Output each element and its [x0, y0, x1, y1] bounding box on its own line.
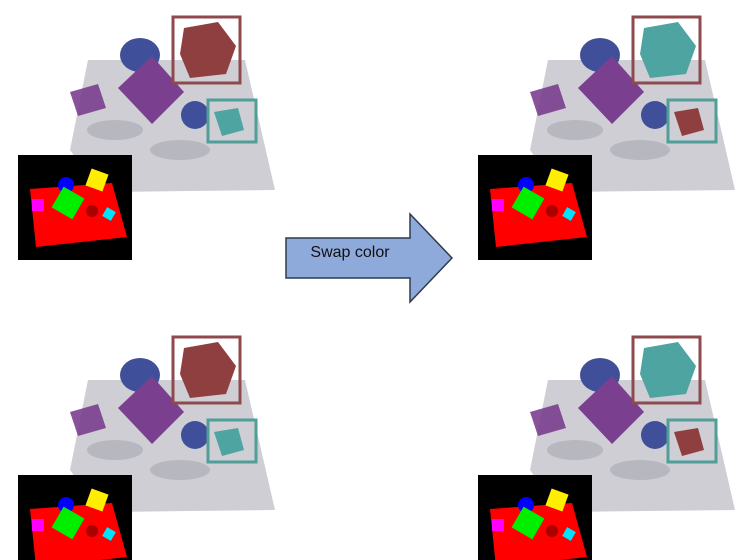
small-cube — [674, 108, 704, 136]
seg-magenta-cube — [32, 519, 44, 531]
scene-render — [478, 335, 735, 560]
seg-blue-sphere — [58, 177, 74, 193]
shadow — [87, 120, 143, 140]
shadow — [547, 440, 603, 460]
shadow — [150, 460, 210, 480]
seg-dark-sphere — [86, 205, 98, 217]
large-purple-cube — [578, 376, 644, 444]
large-purple-cube — [118, 376, 184, 444]
swap-arrow: Swap color — [284, 212, 455, 304]
small-purple-cube — [530, 84, 566, 116]
small-cube — [214, 428, 244, 456]
teal-highlight-box — [666, 418, 718, 464]
seg-green-cube — [51, 506, 85, 540]
scene-bottom-left — [0, 300, 290, 560]
arrow-label: Swap color — [310, 244, 390, 261]
seg-blue-sphere — [518, 497, 534, 513]
top-cube — [640, 22, 696, 78]
seg-magenta-cube — [492, 519, 504, 531]
seg-dark-sphere — [546, 525, 558, 537]
seg-yellow-cube — [545, 168, 569, 192]
seg-blue-sphere — [518, 177, 534, 193]
shadow — [150, 140, 210, 160]
seg-floor — [30, 183, 127, 247]
seg-cyan-cube — [562, 207, 576, 221]
small-purple-cube — [70, 404, 106, 436]
teal-highlight-box — [206, 98, 258, 144]
scene-top-left — [0, 0, 290, 260]
segmentation-inset — [18, 475, 132, 560]
scene-render — [478, 15, 735, 260]
seg-floor — [490, 503, 587, 560]
teal-highlight-box — [666, 98, 718, 144]
seg-dark-sphere — [86, 525, 98, 537]
scene-render — [18, 15, 275, 260]
small-cube — [674, 428, 704, 456]
seg-floor — [490, 183, 587, 247]
seg-green-cube — [511, 506, 545, 540]
arrow-shape — [285, 212, 454, 304]
top-cube — [180, 22, 236, 78]
scene-bottom-right — [460, 300, 747, 560]
segmentation-inset — [478, 155, 592, 260]
shadow — [87, 440, 143, 460]
seg-green-cube — [51, 186, 85, 220]
seg-floor — [30, 503, 127, 560]
seg-cyan-cube — [102, 207, 116, 221]
shadow — [610, 140, 670, 160]
segmentation-inset — [18, 155, 132, 260]
large-purple-cube — [118, 56, 184, 124]
seg-yellow-cube — [85, 488, 109, 512]
red-highlight-box — [171, 15, 242, 85]
red-highlight-box — [631, 15, 702, 85]
scene-top-right — [460, 0, 747, 260]
seg-magenta-cube — [32, 199, 44, 211]
seg-yellow-cube — [85, 168, 109, 192]
large-purple-cube — [578, 56, 644, 124]
red-highlight-box — [171, 335, 242, 405]
shadow — [610, 460, 670, 480]
shadow — [547, 120, 603, 140]
seg-dark-sphere — [546, 205, 558, 217]
seg-magenta-cube — [492, 199, 504, 211]
small-purple-cube — [70, 84, 106, 116]
top-cube — [180, 342, 236, 398]
small-purple-cube — [530, 404, 566, 436]
seg-blue-sphere — [58, 497, 74, 513]
blue-sphere — [181, 421, 209, 449]
teal-highlight-box — [206, 418, 258, 464]
small-cube — [214, 108, 244, 136]
scene-render — [18, 335, 275, 560]
seg-cyan-cube — [562, 527, 576, 541]
top-cube — [640, 342, 696, 398]
blue-sphere — [181, 101, 209, 129]
segmentation-inset — [478, 475, 592, 560]
seg-green-cube — [511, 186, 545, 220]
seg-yellow-cube — [545, 488, 569, 512]
blue-sphere — [641, 421, 669, 449]
red-highlight-box — [631, 335, 702, 405]
seg-cyan-cube — [102, 527, 116, 541]
blue-sphere — [641, 101, 669, 129]
